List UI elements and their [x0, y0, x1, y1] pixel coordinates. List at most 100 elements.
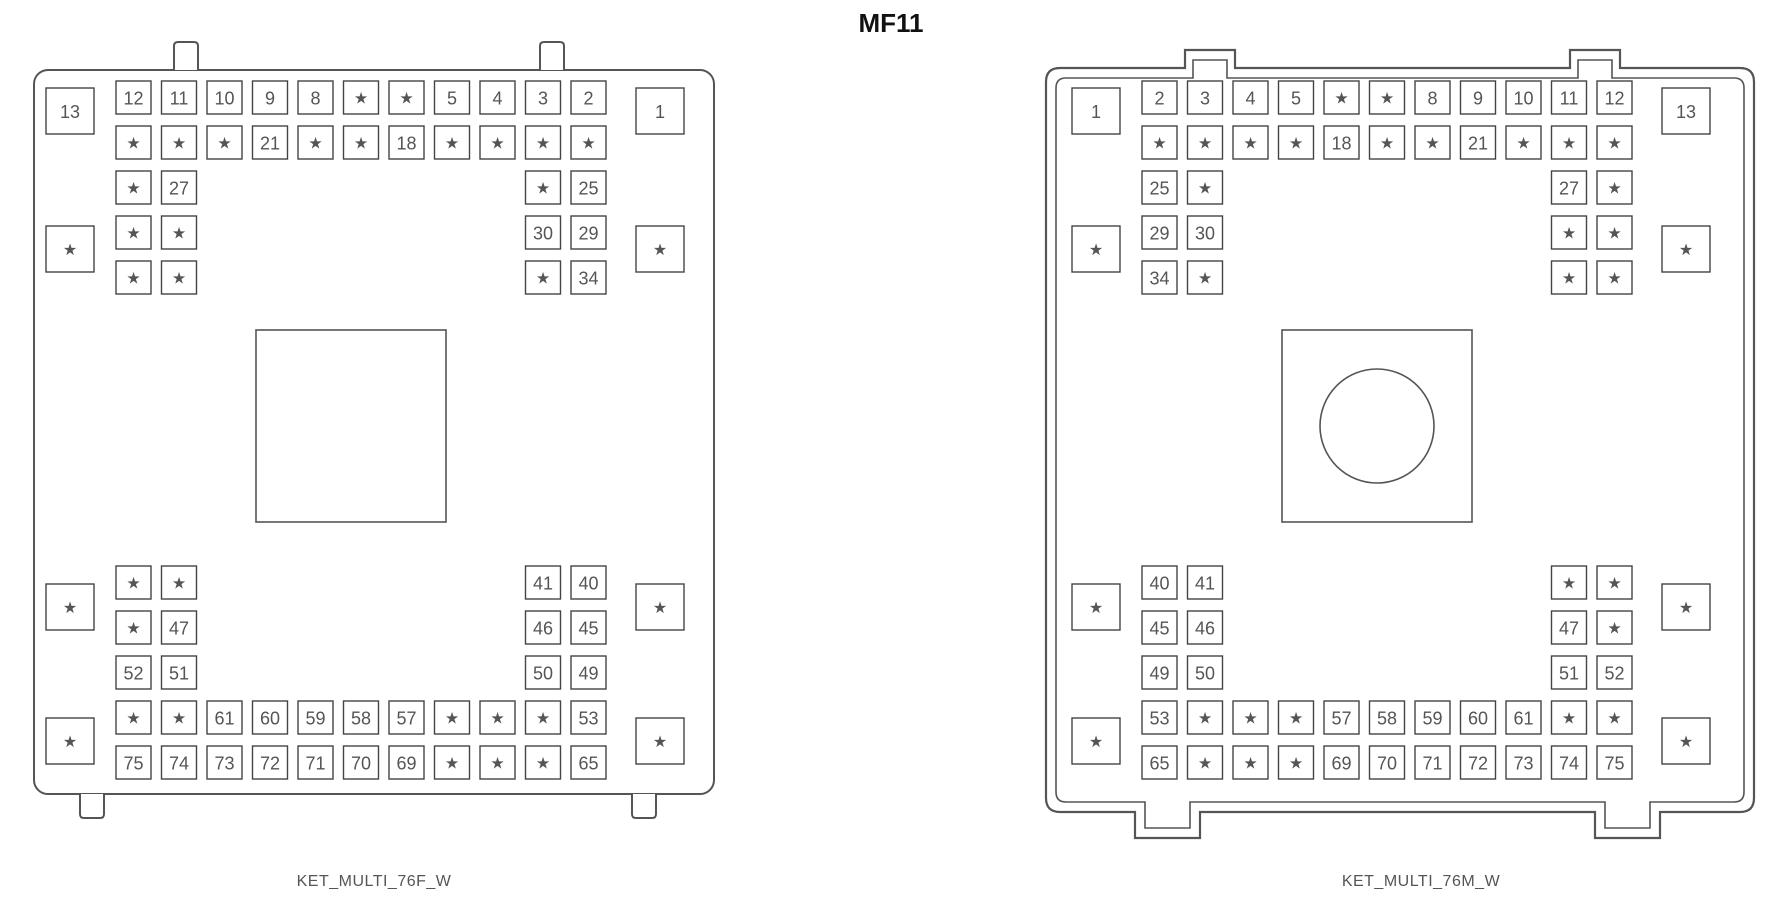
pin-row-1: ★ [1323, 80, 1360, 115]
pin-row-1: 2 [570, 80, 607, 115]
pin-cavity-outline [115, 170, 152, 205]
pin-cavity-outline [1414, 700, 1451, 735]
pin-row-bottom-2: 74 [160, 745, 198, 780]
pin-row-1: 8 [297, 80, 334, 115]
pin-number-label: 30 [533, 224, 553, 244]
pin-cavity-outline [1550, 125, 1588, 160]
pin-number-label: 13 [60, 102, 80, 122]
pin-row-bottom-1: 61 [1505, 700, 1542, 735]
pin-cavity-outline [524, 170, 562, 205]
pin-cavity-outline [635, 583, 685, 631]
pin-row-2: ★ [433, 125, 471, 160]
pin-cavity-outline [1596, 655, 1633, 690]
pin-cavity-outline [570, 655, 607, 690]
pin-cavity-outline [1141, 125, 1178, 160]
pin-number-label: 18 [1331, 134, 1351, 154]
pin-cavity-outline [1661, 225, 1711, 273]
pin-number-label: 65 [1149, 754, 1169, 774]
unused-pin-star: ★ [1562, 576, 1576, 593]
pin-row-1: ★ [388, 80, 425, 115]
pin-cavity-outline [1596, 610, 1633, 645]
bottom-foot-tab [631, 794, 657, 819]
unused-pin-star: ★ [1562, 136, 1576, 153]
pin-cavity-outline [251, 80, 289, 115]
pin-row-bottom-1: ★ [524, 700, 562, 735]
pin-cavity-outline [160, 125, 198, 160]
unused-pin-star: ★ [1152, 136, 1166, 153]
pin-row-1: 11 [160, 80, 198, 115]
pin-block-lower-left: 40 [1141, 565, 1178, 600]
pin-cavity-outline [479, 745, 516, 780]
pin-cavity-outline [1596, 170, 1633, 205]
corner-pin-top-left: 13 [45, 87, 95, 135]
unused-pin-star: ★ [1089, 734, 1103, 751]
unused-pin-star: ★ [1198, 136, 1212, 153]
unused-pin-star: ★ [536, 756, 550, 773]
unused-pin-star: ★ [1198, 181, 1212, 198]
pin-number-label: 61 [1513, 709, 1533, 729]
pin-row-1: 3 [1186, 80, 1224, 115]
pin-cavity-outline [1141, 565, 1178, 600]
pin-cavity-outline [45, 583, 95, 631]
pin-cavity-outline [479, 700, 516, 735]
pin-cavity-outline [1550, 745, 1588, 780]
pin-block-lower-left: ★ [115, 565, 152, 600]
pin-cavity-outline [1596, 80, 1633, 115]
pin-cavity-outline [342, 700, 380, 735]
pin-cavity-outline [1186, 80, 1224, 115]
pin-number-label: 34 [1149, 269, 1169, 289]
pin-row-1: 9 [1459, 80, 1497, 115]
pin-cavity-outline [160, 655, 198, 690]
pin-number-label: 58 [351, 709, 371, 729]
pin-number-label: 50 [533, 664, 553, 684]
pin-cavity-outline [1596, 745, 1633, 780]
pin-row-2: 18 [388, 125, 425, 160]
pin-block-lower-right: 40 [570, 565, 607, 600]
pin-row-1: 12 [115, 80, 152, 115]
pin-cavity-outline [1186, 260, 1224, 295]
pin-row-bottom-1: 59 [1414, 700, 1451, 735]
pin-number-label: 75 [123, 754, 143, 774]
side-pin-left-bottom: ★ [1071, 717, 1121, 765]
pin-cavity-outline [433, 700, 471, 735]
pin-cavity-outline [160, 745, 198, 780]
pin-cavity-outline [1459, 125, 1497, 160]
corner-pin-top-right: 13 [1661, 87, 1711, 135]
pin-cavity-outline [1368, 745, 1406, 780]
pin-block-upper-right: ★ [1550, 215, 1588, 250]
pin-block-upper-left: ★ [1186, 170, 1224, 205]
unused-pin-star: ★ [1380, 91, 1394, 108]
unused-pin-star: ★ [1607, 576, 1621, 593]
pin-cavity-outline [1459, 80, 1497, 115]
pin-row-bottom-2: 75 [1596, 745, 1633, 780]
pin-cavity-outline [45, 87, 95, 135]
pin-cavity-outline [1186, 700, 1224, 735]
pin-cavity-outline [1323, 80, 1360, 115]
center-square-feature [1281, 329, 1473, 523]
pin-row-2: ★ [1186, 125, 1224, 160]
pin-row-bottom-1: ★ [1596, 700, 1633, 735]
pin-row-1: ★ [342, 80, 380, 115]
pin-cavity-outline [160, 610, 198, 645]
pin-cavity-outline [1186, 655, 1224, 690]
pin-row-bottom-1: ★ [115, 700, 152, 735]
unused-pin-star: ★ [308, 136, 322, 153]
pin-row-bottom-1: 60 [1459, 700, 1497, 735]
pin-block-upper-left: 34 [1141, 260, 1178, 295]
pin-row-bottom-1: ★ [1232, 700, 1269, 735]
side-pin-right-upper: ★ [635, 225, 685, 273]
pin-cavity-outline [1323, 700, 1360, 735]
pin-cavity-outline [206, 80, 243, 115]
pin-cavity-outline [1071, 225, 1121, 273]
pin-row-2: 21 [1459, 125, 1497, 160]
pin-number-label: 72 [1468, 754, 1488, 774]
unused-pin-star: ★ [1562, 226, 1576, 243]
pin-number-label: 25 [578, 179, 598, 199]
side-pin-left-lower: ★ [1071, 583, 1121, 631]
unused-pin-star: ★ [354, 136, 368, 153]
pin-cavity-outline [524, 215, 562, 250]
pin-cavity-outline [1661, 717, 1711, 765]
unused-pin-star: ★ [1243, 711, 1257, 728]
pin-block-upper-right: 29 [570, 215, 607, 250]
unused-pin-star: ★ [653, 242, 667, 259]
